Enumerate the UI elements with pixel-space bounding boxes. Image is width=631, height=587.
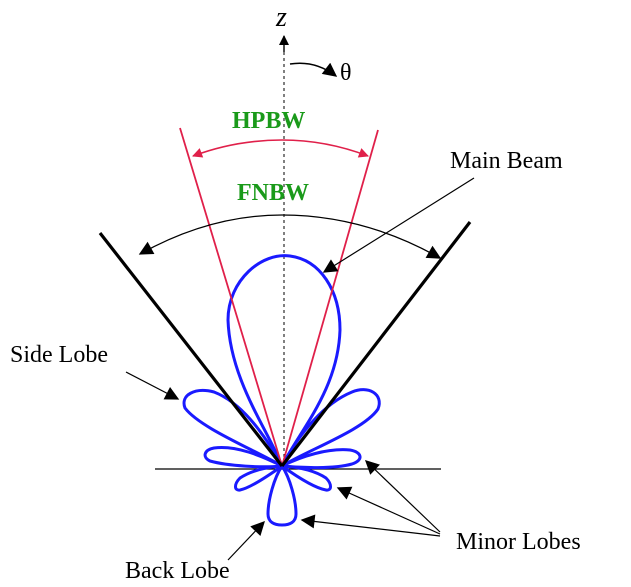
minor-lobe-lower-left [234,464,284,492]
minor-lobes-pointer [336,486,441,535]
lobes [182,254,381,527]
main-beam-pointer [322,177,475,273]
minor-lobe-lower-right [280,464,332,492]
hpbw-arc [192,139,283,158]
theta-arc-arrow [289,62,338,77]
side-lobe-left [182,389,284,468]
fnbw-line-left [98,232,284,467]
minor-lobe-right [280,448,362,470]
hpbw-arc [281,139,369,158]
main-beam-label: Main Beam [450,148,563,174]
minor-lobes-label: Minor Lobes [456,529,581,555]
hpbw-line-right [281,129,379,467]
main-beam-lobe [226,254,342,468]
minor-lobes-pointer [364,460,441,533]
fnbw-line-right [280,221,472,467]
fnbw-lines [98,221,472,467]
side-lobe-right [280,388,381,468]
minor-lobe-left [203,446,284,469]
fnbw-label: FNBW [237,180,309,206]
back-lobe-label: Back Lobe [125,558,230,584]
hpbw-label: HPBW [232,108,305,134]
theta-label: θ [340,60,352,86]
hpbw-line-left [179,127,283,467]
minor-lobes-pointer [300,514,441,537]
side-lobe-label: Side Lobe [10,342,108,368]
z-axis-label: z [275,2,287,33]
back-lobe-pointer [227,520,265,561]
side-lobe-pointer [125,371,180,400]
hpbw-lines [179,127,379,467]
fnbw-arc [281,214,442,259]
back-lobe [266,464,298,527]
fnbw-arc [138,214,283,255]
